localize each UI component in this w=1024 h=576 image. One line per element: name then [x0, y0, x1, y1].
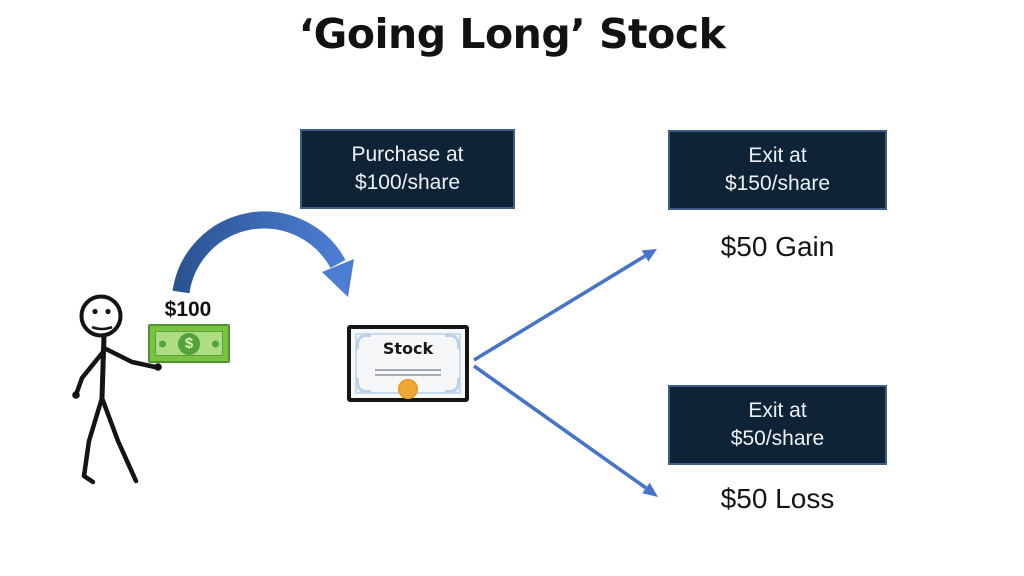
- exit-loss-line2: $50/share: [730, 427, 825, 450]
- certificate-signature-line: [375, 369, 441, 371]
- certificate-corner-ornament: [445, 378, 460, 393]
- purchase-price-box: Purchase at $100/share: [300, 129, 515, 209]
- certificate-corner-ornament: [445, 334, 460, 349]
- stick-figure-icon: [72, 294, 162, 485]
- page-title: ‘Going Long’ Stock: [298, 10, 726, 58]
- certificate-signature-line: [375, 374, 441, 376]
- exit-loss-price-box: Exit at $50/share: [668, 385, 887, 465]
- certificate-corner-ornament: [356, 334, 371, 349]
- bill-dot-right: [212, 340, 219, 347]
- exit-gain-price-box: Exit at $150/share: [668, 130, 887, 210]
- exit-gain-line1: Exit at: [748, 144, 807, 168]
- stock-certificate-icon: Stock: [347, 325, 469, 402]
- exit-gain-line2: $150/share: [724, 172, 831, 195]
- gain-result-label: $50 Gain: [720, 231, 835, 262]
- dollar-sign-icon: $: [178, 332, 200, 355]
- dollar-bill-icon: $: [148, 324, 230, 363]
- money-amount-label: $100: [164, 298, 212, 321]
- gain-arrow-icon: [473, 249, 657, 362]
- exit-loss-line1: Exit at: [748, 399, 807, 423]
- certificate-corner-ornament: [356, 378, 371, 393]
- curved-purchase-arrow-icon: [172, 211, 354, 297]
- loss-arrow-icon: [472, 364, 658, 497]
- certificate-seal-icon: [398, 379, 418, 399]
- certificate-title: Stock: [382, 339, 434, 358]
- loss-result-label: $50 Loss: [720, 483, 835, 514]
- bill-dot-left: [159, 340, 166, 347]
- purchase-price-line2: $100/share: [354, 171, 461, 194]
- purchase-price-line1: Purchase at: [351, 143, 464, 167]
